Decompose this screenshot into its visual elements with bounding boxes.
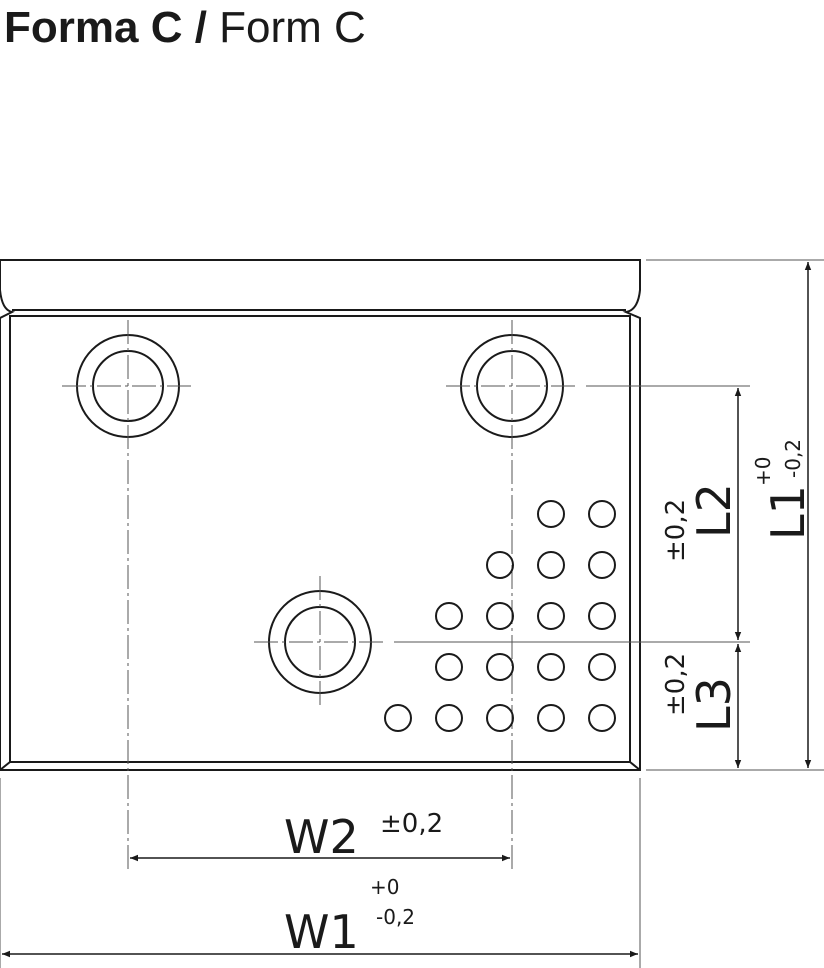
dim-l1-tol-upper: +0 — [751, 457, 775, 486]
plate — [0, 259, 641, 771]
small-hole — [486, 551, 514, 579]
dim-l2-label: L2 — [687, 483, 741, 538]
small-hole — [435, 704, 463, 732]
small-hole — [588, 704, 616, 732]
small-hole — [588, 551, 616, 579]
dim-l2-tol: ±0,2 — [661, 499, 691, 562]
dim-w1-label: W1 — [284, 905, 359, 959]
inner-face — [9, 315, 631, 763]
large-hole-1 — [62, 320, 194, 872]
large-hole-2 — [446, 320, 750, 872]
small-hole — [486, 704, 514, 732]
small-hole — [435, 653, 463, 681]
small-hole — [537, 704, 565, 732]
small-hole — [537, 602, 565, 630]
title-bold: Forma C / — [4, 3, 207, 52]
small-hole — [588, 653, 616, 681]
dim-w2-tol: ±0,2 — [380, 809, 443, 839]
title-light: Form C — [219, 3, 366, 52]
dim-l3-label: L3 — [687, 677, 741, 732]
dim-l1-label: L1 — [761, 485, 815, 540]
small-hole — [537, 551, 565, 579]
small-hole — [486, 653, 514, 681]
small-hole — [486, 602, 514, 630]
extension-lines — [0, 259, 824, 968]
small-hole — [435, 602, 463, 630]
small-hole — [537, 500, 565, 528]
page-title: Forma C / Form C — [4, 2, 366, 54]
dim-w2-label: W2 — [284, 810, 359, 864]
dimension-lines — [2, 262, 812, 958]
dim-l1-tol-lower: -0,2 — [781, 439, 805, 478]
large-hole-3 — [254, 576, 750, 708]
small-holes — [384, 500, 616, 732]
dim-l3-tol: ±0,2 — [661, 653, 691, 716]
dim-w1-tol-lower: -0,2 — [376, 905, 415, 929]
small-hole — [588, 602, 616, 630]
dim-w1-tol-upper: +0 — [370, 875, 399, 899]
bevel-br — [629, 761, 641, 771]
bevel-bl — [0, 761, 11, 771]
small-hole — [537, 653, 565, 681]
small-hole — [588, 500, 616, 528]
small-hole — [384, 704, 412, 732]
